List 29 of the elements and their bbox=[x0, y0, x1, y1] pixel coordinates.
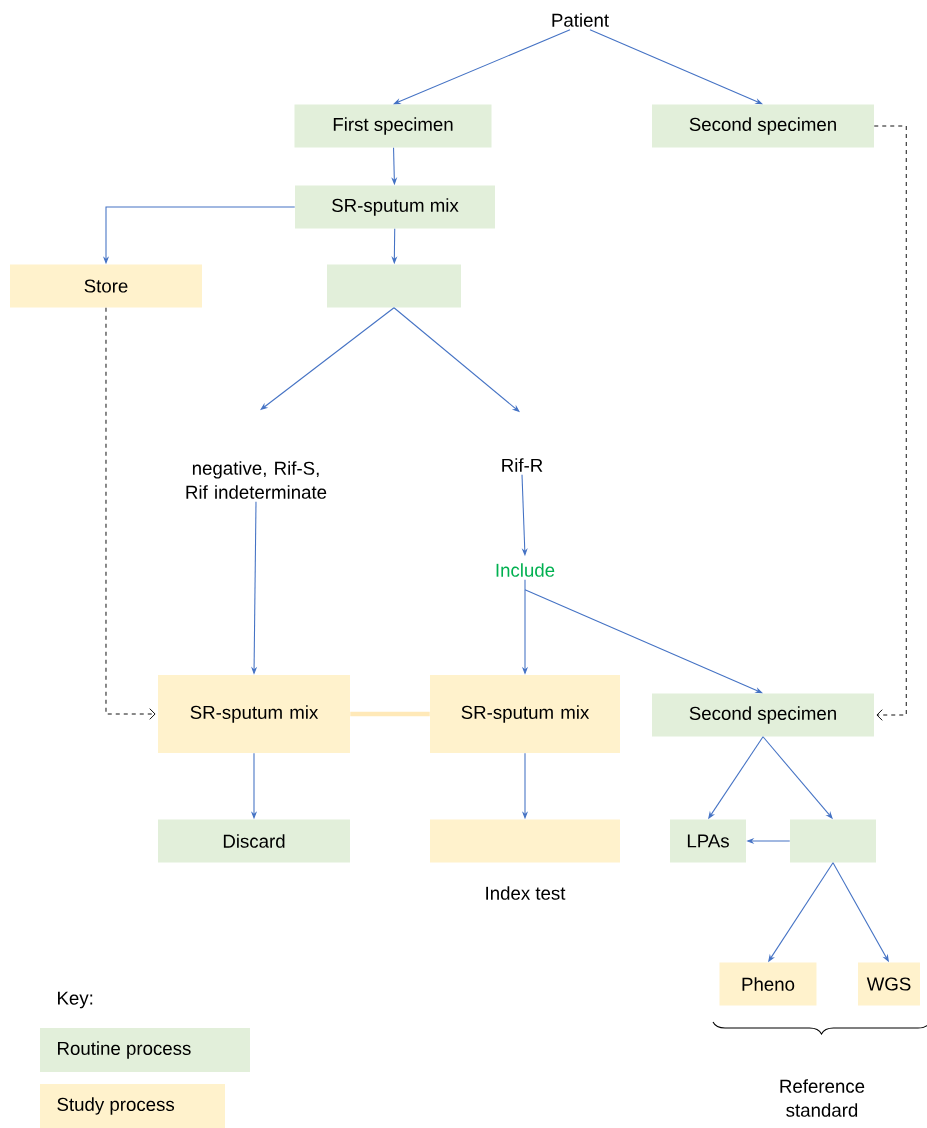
flow-label: negative, Rif-S, Rif indeterminate bbox=[186, 461, 327, 499]
flow-label: Rif-R bbox=[502, 458, 543, 472]
connector-line bbox=[350, 711, 430, 717]
process-box: LPAs bbox=[670, 819, 746, 863]
process-box bbox=[327, 264, 461, 308]
legend-text: Study process bbox=[57, 1097, 175, 1115]
flow-label: Patient bbox=[552, 13, 609, 27]
legend-text: Routine process bbox=[58, 1041, 191, 1059]
arrow bbox=[105, 307, 156, 720]
node-label: Index test bbox=[486, 886, 566, 900]
process-box: SR-sputum mix bbox=[295, 185, 495, 229]
caption: Reference standard bbox=[780, 1079, 865, 1117]
process-box: SR-sputum mix bbox=[158, 675, 350, 753]
process-box: First specimen bbox=[294, 104, 492, 148]
process-box: Pheno bbox=[719, 962, 817, 1006]
process-box bbox=[790, 819, 876, 863]
arrow bbox=[393, 29, 571, 105]
flow-label: Include bbox=[496, 563, 555, 577]
process-box: Second specimen bbox=[652, 693, 874, 737]
process-box: WGS bbox=[858, 962, 920, 1006]
process-box bbox=[430, 819, 620, 863]
process-box: Second specimen bbox=[652, 104, 874, 148]
key-heading: Key: bbox=[58, 991, 93, 1009]
process-box: Store bbox=[10, 264, 202, 308]
arrow bbox=[589, 29, 763, 105]
arrow bbox=[873, 125, 907, 721]
arrow bbox=[524, 589, 763, 694]
process-box: Discard bbox=[158, 819, 350, 863]
process-box: SR-sputum mix bbox=[430, 675, 620, 753]
